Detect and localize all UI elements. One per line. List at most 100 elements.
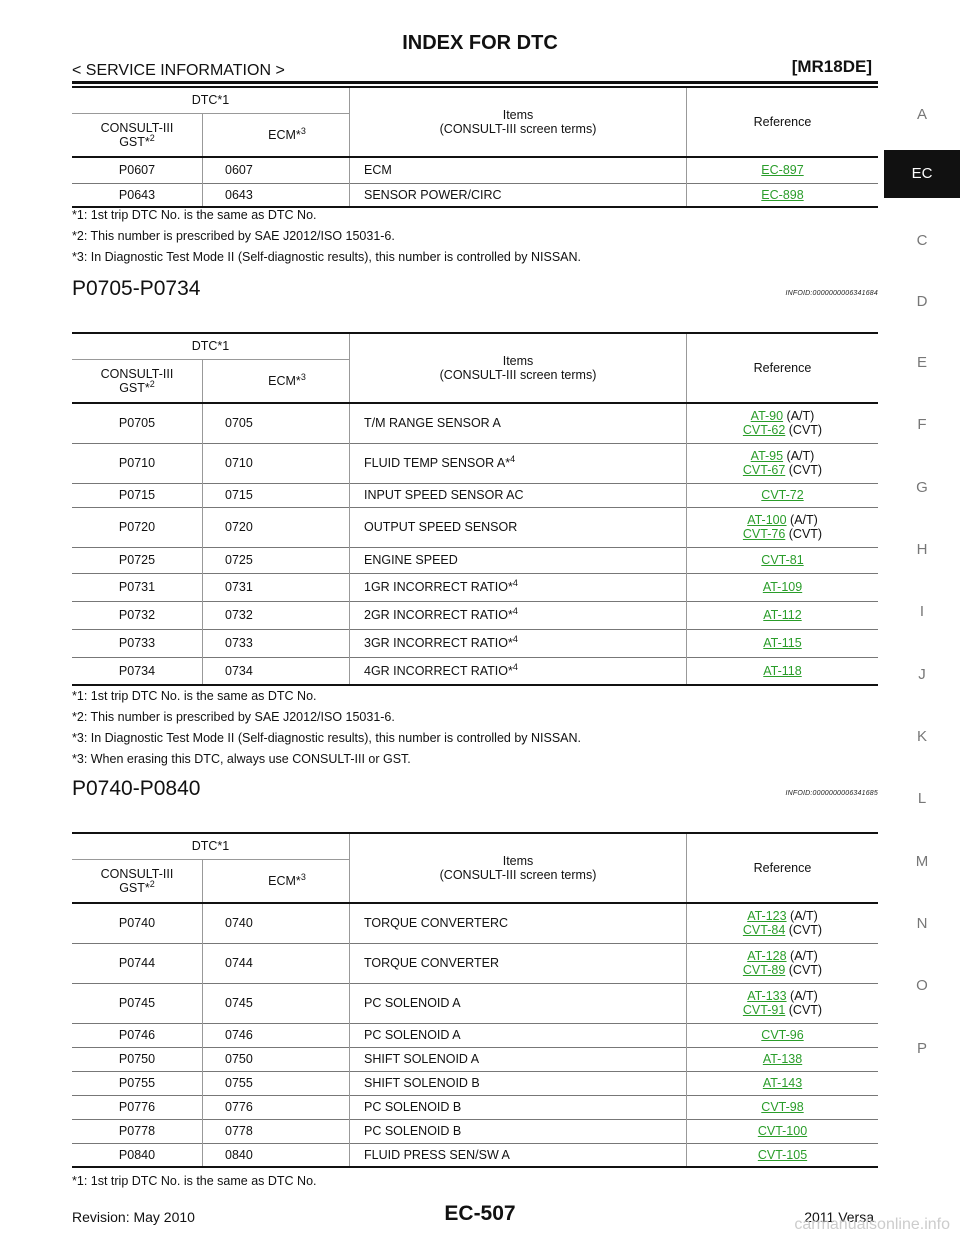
reference-link[interactable]: CVT-76 [742,527,786,541]
reference-cell: AT-112 [686,600,878,629]
reference-cell: AT-143 [686,1070,878,1095]
reference-cell: CVT-98 [686,1094,878,1119]
reference-link[interactable]: CVT-91 [742,1003,786,1017]
items-header: Items(CONSULT-III screen terms) [349,332,687,403]
side-index-m[interactable]: M [915,853,929,870]
side-index-c[interactable]: C [916,232,928,249]
item-cell: 4GR INCORRECT RATIO*4 [349,656,687,686]
item-cell: PC SOLENOID B [349,1094,687,1119]
side-index-e[interactable]: E [916,354,927,371]
footnote: *3: In Diagnostic Test Mode II (Self-dia… [72,250,582,264]
ecm-code-cell: 0750 [202,1046,350,1071]
reference-link[interactable]: AT-133 [747,989,787,1003]
reference-link[interactable]: CVT-89 [742,963,786,977]
reference-link[interactable]: CVT-100 [757,1124,808,1138]
page-title: INDEX FOR DTC [402,32,558,54]
reference-link[interactable]: CVT-84 [742,923,786,938]
reference-suffix: (CVT) [785,423,823,438]
reference-header: Reference [686,86,878,157]
reference-link[interactable]: AT-95 [750,449,784,463]
side-index-p[interactable]: P [916,1040,927,1057]
item-cell: OUTPUT SPEED SENSOR [349,506,687,547]
header-engine-code: [MR18DE] [791,57,872,76]
reference-link[interactable]: CVT-62 [742,423,786,438]
reference-link[interactable]: CVT-81 [761,553,804,567]
item-cell: T/M RANGE SENSOR A [349,402,687,443]
ecm-code-cell: 0705 [202,402,350,443]
side-index-n[interactable]: N [916,915,928,932]
dtc-header: DTC*1 [72,86,350,113]
ecm-code-cell: 0744 [202,942,350,983]
reference-link[interactable]: AT-138 [762,1052,803,1066]
reference-link[interactable]: EC-898 [761,187,804,202]
reference-link[interactable]: AT-118 [763,663,802,678]
reference-link[interactable]: CVT-96 [761,1028,804,1042]
side-index-ec[interactable]: EC [884,150,960,198]
reference-cell: AT-109 [686,572,878,601]
side-index-j[interactable]: J [918,666,926,683]
table-header-row: DTC*1 Items(CONSULT-III screen terms) Re… [72,332,878,403]
ecm-header: ECM*3 [202,112,350,157]
side-index-h[interactable]: H [916,541,928,558]
reference-link[interactable]: CVT-72 [761,488,804,502]
reference-link[interactable]: AT-90 [750,409,784,424]
reference-cell: CVT-96 [686,1022,878,1047]
reference-link[interactable]: CVT-105 [757,1147,808,1162]
reference-link[interactable]: EC-897 [761,163,804,178]
footnote: *1: 1st trip DTC No. is the same as DTC … [72,1174,317,1188]
header-rule [72,81,878,84]
footer-model: 2011 Versa [804,1209,874,1225]
reference-suffix: (A/T) [783,409,815,424]
reference-link[interactable]: AT-143 [762,1076,803,1090]
reference-link[interactable]: AT-109 [762,580,803,594]
reference-link[interactable]: AT-115 [763,636,802,650]
dtc-table-2: DTC*1 Items(CONSULT-III screen terms) Re… [72,332,878,686]
reference-link[interactable]: CVT-98 [761,1100,804,1114]
side-index-a[interactable]: A [916,106,927,123]
side-index-d[interactable]: D [916,293,928,310]
consult-code-cell: P0607 [72,156,203,183]
reference-cell: CVT-105 [686,1142,878,1168]
consult-code-cell: P0715 [72,482,203,507]
footnote: *2: This number is prescribed by SAE J20… [72,710,395,724]
consult-code-cell: P0750 [72,1046,203,1071]
side-index-g[interactable]: G [916,479,928,496]
ecm-code-cell: 0840 [202,1142,350,1168]
footer-page-number: EC-507 [444,1202,516,1225]
consult-code-cell: P0733 [72,628,203,657]
item-cell: SENSOR POWER/CIRC [349,182,687,208]
side-index-l[interactable]: L [917,790,927,807]
item-cell: ECM [349,156,687,183]
reference-link[interactable]: AT-100 [747,513,787,527]
footnote: *2: This number is prescribed by SAE J20… [72,229,395,243]
reference-link[interactable]: AT-112 [763,608,802,622]
reference-link[interactable]: AT-123 [747,909,787,924]
consult-code-cell: P0720 [72,506,203,547]
side-index-i[interactable]: I [919,603,925,620]
side-index-o[interactable]: O [916,977,928,994]
reference-suffix: (CVT) [785,1003,823,1017]
ecm-header: ECM*3 [202,858,350,903]
dtc-table-1: DTC*1 Items(CONSULT-III screen terms) Re… [72,86,878,208]
reference-link[interactable]: AT-128 [747,949,787,963]
ecm-code-cell: 0746 [202,1022,350,1047]
item-cell: INPUT SPEED SENSOR AC [349,482,687,507]
reference-cell: EC-898 [686,182,878,208]
side-index-k[interactable]: K [916,728,927,745]
consult-code-cell: P0745 [72,982,203,1023]
items-header: Items(CONSULT-III screen terms) [349,832,687,903]
footnote: *1: 1st trip DTC No. is the same as DTC … [72,208,317,222]
item-cell: 3GR INCORRECT RATIO*4 [349,628,687,657]
item-cell: PC SOLENOID A [349,982,687,1023]
consult-code-cell: P0732 [72,600,203,629]
reference-link[interactable]: CVT-67 [742,463,786,477]
footnote: *3: When erasing this DTC, always use CO… [72,752,411,766]
side-index-f[interactable]: F [917,416,927,433]
